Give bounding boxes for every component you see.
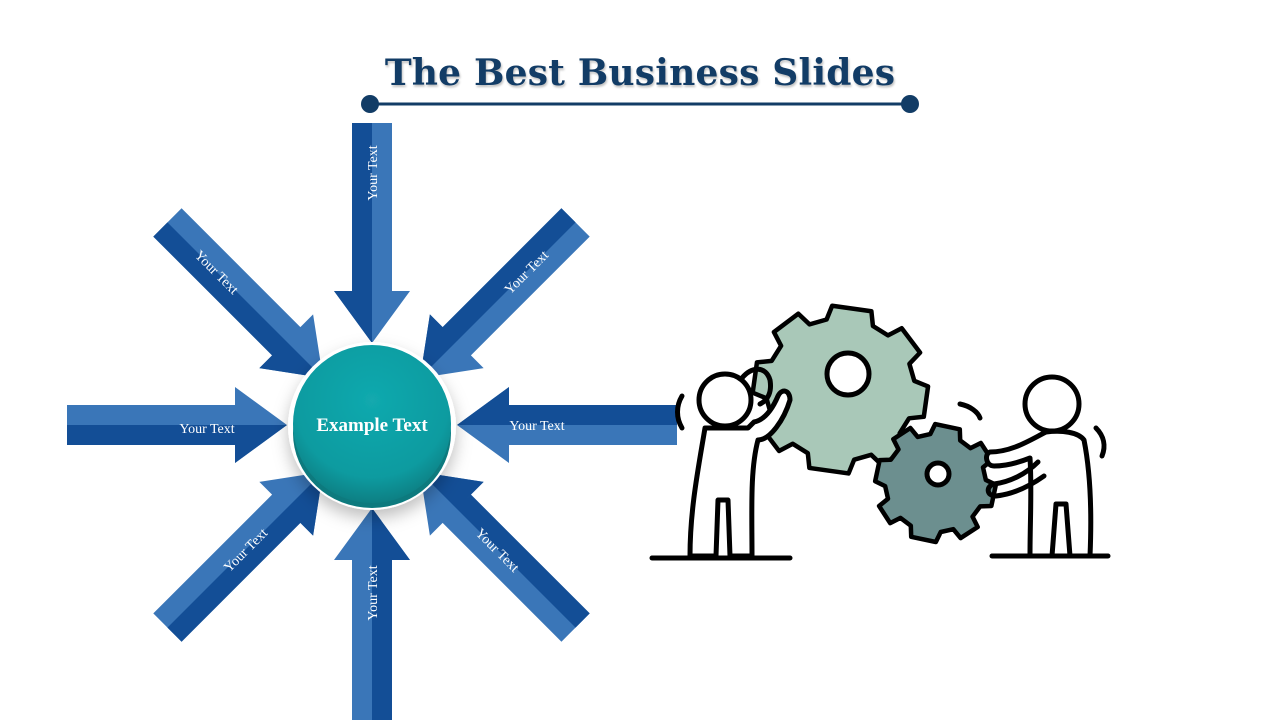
arrow-bottom: Your Text	[334, 508, 410, 720]
large-gear-icon	[750, 303, 931, 476]
center-hub	[288, 342, 456, 510]
arrow-top: Your Text	[334, 123, 410, 343]
left-figure-head	[696, 371, 754, 429]
left-figure-body	[687, 388, 793, 559]
left-figure-motion-mark	[675, 393, 685, 431]
arrow-right: Your Text	[457, 387, 677, 463]
arrow-label-left: Your Text	[179, 422, 234, 437]
right-figure-motion-mark-1	[1093, 425, 1107, 459]
arrow-label-top: Your Text	[366, 145, 381, 200]
arrow-left: Your Text	[67, 387, 287, 463]
right-figure-head	[1022, 374, 1082, 434]
right-figure-motion-mark-2	[957, 401, 983, 421]
right-figure-arm	[985, 459, 1047, 499]
left-figure-arm	[739, 366, 773, 407]
right-figure-body	[984, 428, 1094, 559]
arrow-label-bottom: Your Text	[366, 565, 381, 620]
arrow-label-right: Your Text	[509, 419, 564, 434]
title-rule-left-dot	[361, 95, 379, 113]
title-rule-right-dot	[901, 95, 919, 113]
center-hub-label: Example Text	[316, 415, 428, 436]
slide-title: The Best Business Slides	[384, 52, 896, 94]
